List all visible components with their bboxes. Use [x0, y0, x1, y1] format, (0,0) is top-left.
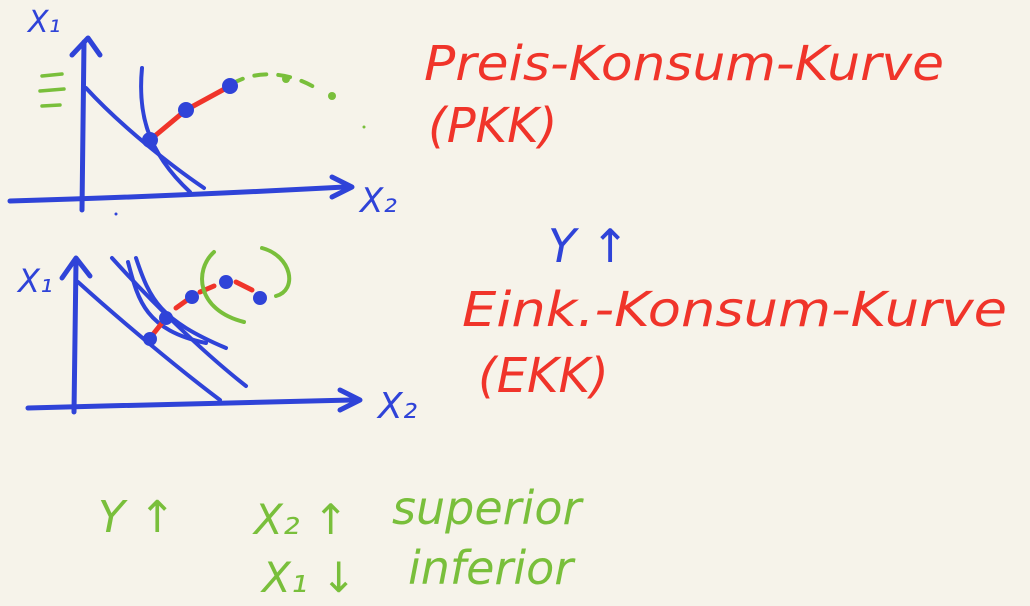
note-superior: superior — [392, 481, 584, 535]
bottom-point — [185, 290, 199, 304]
bottom-indifference-curve-2 — [134, 256, 228, 350]
bottom-point — [219, 275, 233, 289]
income-increase-note: Y ↑ — [548, 219, 629, 273]
pkk-abbreviation: (PKK) — [428, 98, 557, 154]
bottom-point — [253, 291, 267, 305]
top-x-axis-label: X₂ — [358, 181, 397, 221]
top-indifference-curve — [139, 66, 192, 194]
note-x1-down: X₁ ↓ — [260, 553, 356, 602]
top-point — [222, 78, 238, 94]
top-x-axis — [7, 184, 348, 204]
bottom-diagram: X₁ X₂ — [16, 246, 417, 427]
bottom-budget-line-2 — [110, 256, 248, 388]
top-y-arrow-icon — [69, 35, 103, 58]
bottom-point — [143, 332, 157, 346]
top-green-marks — [38, 72, 66, 108]
top-green-dot — [328, 92, 336, 100]
bottom-point — [159, 311, 173, 325]
top-green-dot — [362, 125, 366, 129]
bottom-ekk-curve — [147, 279, 255, 341]
note-x2-up: X₂ ↑ — [252, 495, 348, 544]
ekk-title: Eink.-Konsum-Kurve — [462, 282, 1007, 338]
note-inferior: inferior — [408, 541, 576, 595]
green-close-parenthesis — [260, 246, 292, 298]
top-green-continuation — [230, 72, 324, 94]
top-x-arrow-icon — [329, 174, 355, 200]
top-y-axis — [79, 39, 87, 213]
top-diagram: X₁ X₂ — [7, 5, 397, 221]
bottom-y-arrow-icon — [59, 255, 93, 281]
bottom-x-axis — [25, 397, 355, 411]
pkk-title: Preis-Konsum-Kurve — [424, 36, 944, 92]
ekk-abbreviation: (EKK) — [478, 348, 609, 404]
bottom-y-axis-label: X₁ — [16, 262, 53, 300]
top-small-dot — [114, 212, 118, 216]
bottom-indifference-curve-1 — [126, 260, 208, 345]
note-income-up: Y ↑ — [98, 492, 176, 543]
bottom-x-axis-label: X₂ — [376, 386, 417, 427]
top-y-axis-label: X₁ — [26, 5, 61, 40]
bottom-y-axis — [71, 259, 79, 415]
bottom-x-arrow-icon — [337, 387, 363, 413]
green-open-parenthesis — [200, 250, 246, 324]
top-point — [142, 132, 158, 148]
top-green-dot — [282, 75, 290, 83]
top-point — [178, 102, 194, 118]
